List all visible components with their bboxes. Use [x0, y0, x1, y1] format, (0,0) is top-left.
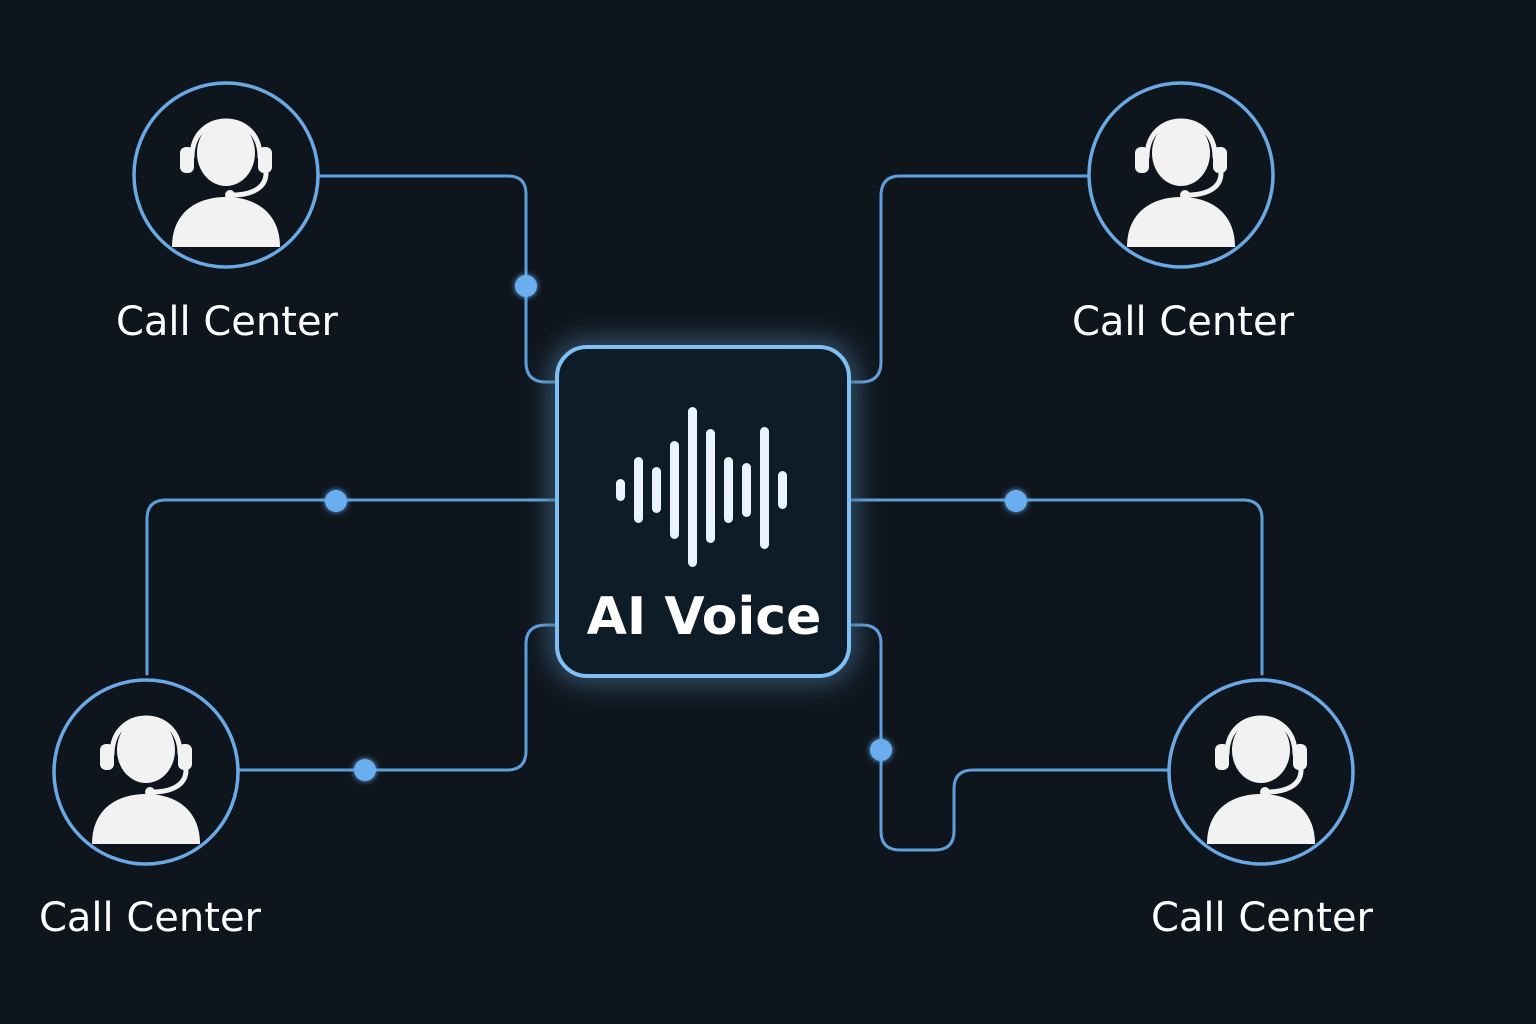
headset-agent-icon — [1127, 118, 1235, 247]
junction-dot — [515, 275, 537, 297]
junction-dot — [354, 759, 376, 781]
node-label: Call Center — [39, 895, 262, 941]
call-center-node[interactable]: Call Center — [1072, 81, 1295, 345]
headset-agent-icon — [1207, 715, 1315, 844]
connector-right-upper — [846, 498, 1264, 676]
ai-voice-hub[interactable]: AI Voice — [555, 345, 851, 678]
connector-left-lower — [234, 623, 560, 772]
headset-agent-icon — [92, 715, 200, 844]
hub-label: AI Voice — [587, 587, 822, 647]
call-center-node[interactable]: Call Center — [116, 81, 339, 345]
junction-dot — [325, 490, 347, 512]
waveform-icon — [616, 407, 787, 567]
call-center-node[interactable]: Call Center — [1151, 678, 1374, 941]
connectors — [145, 174, 1264, 852]
junction-dot — [1005, 490, 1027, 512]
junction-dots — [325, 275, 1027, 781]
connector-right-lower — [846, 623, 1174, 852]
connector-left-upper — [145, 498, 560, 676]
node-label: Call Center — [1072, 299, 1295, 345]
hub-box — [555, 345, 851, 678]
headset-agent-icon — [172, 118, 280, 247]
connector-top-right — [846, 174, 1092, 384]
node-label: Call Center — [1151, 895, 1374, 941]
junction-dot — [870, 739, 892, 761]
node-label: Call Center — [116, 299, 339, 345]
call-center-node[interactable]: Call Center — [39, 678, 262, 941]
